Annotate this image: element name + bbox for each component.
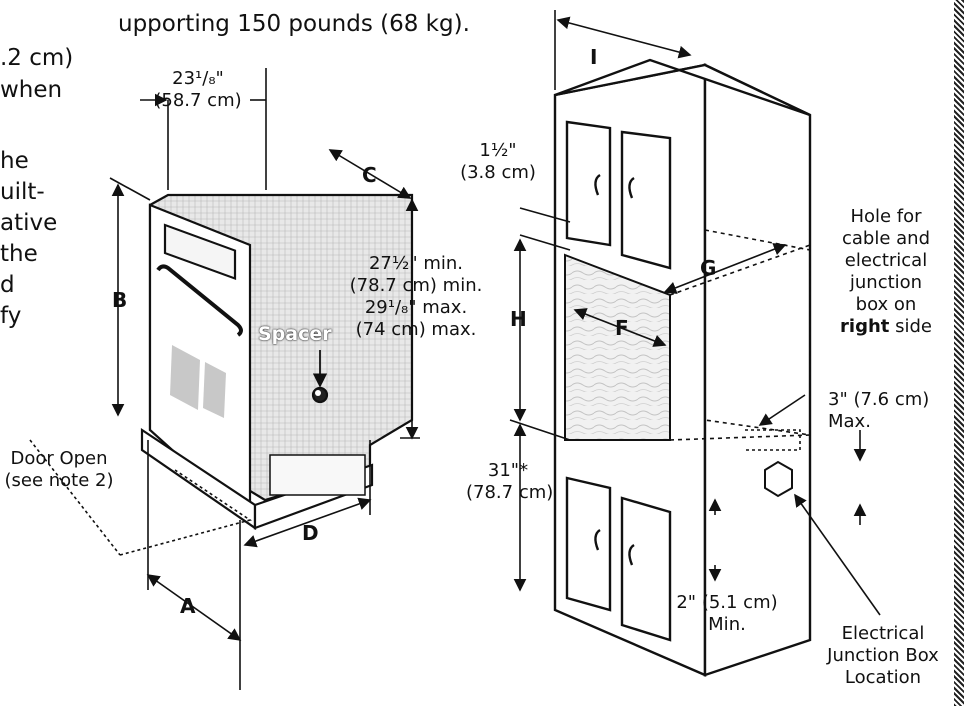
junction-box-label: Electrical Junction Box Location — [827, 623, 939, 688]
intro-line-2: .2 cm) — [0, 45, 74, 71]
intro-text: upporting 150 pounds (68 kg). .2 cm) whe… — [0, 8, 470, 360]
cabinet-drawing — [553, 58, 812, 677]
dimension-c-label: C — [362, 163, 377, 187]
dimension-h-label: H — [510, 307, 527, 331]
dimension-g-label: G — [700, 256, 717, 280]
door-open-label: Door Open (see note 2) — [4, 448, 114, 491]
max-gap-label: 3" (7.6 cm) Max. — [828, 389, 930, 432]
spacer-label: Spacer — [258, 323, 332, 345]
top-gap-label: 1½" (3.8 cm) — [460, 140, 536, 183]
dimension-b-label: B — [112, 288, 128, 312]
intro-line-9: d — [0, 272, 15, 298]
intro-line-6: uilt- — [0, 179, 45, 205]
oven-depth-label: 27½" min. (78.7 cm) min. 29¹/₈" max. (74… — [349, 253, 483, 340]
dimension-a-label: A — [180, 594, 196, 618]
oven-dimension-lines — [29, 68, 420, 690]
oven-width-label: 23¹/₈" (58.7 cm) — [154, 68, 242, 111]
intro-line-5: he — [0, 148, 29, 174]
intro-line-7: ative — [0, 210, 58, 236]
dimension-i-label: I — [590, 45, 598, 69]
min-gap-label: 2" (5.1 cm) Min. — [676, 592, 778, 635]
bottom-height-label: 31"* (78.7 cm) — [466, 460, 554, 503]
cabinet-dimension-lines — [509, 10, 881, 616]
dimension-f-label: F — [615, 316, 629, 340]
intro-line-8: the — [0, 241, 38, 267]
page-border — [954, 0, 964, 706]
dimension-d-label: D — [302, 521, 319, 545]
oven-drawing — [140, 193, 414, 531]
intro-line-10: fy — [0, 303, 22, 329]
intro-line-1: upporting 150 pounds (68 kg). — [118, 11, 470, 37]
hole-label: Hole for cable and electrical junction b… — [840, 206, 932, 337]
intro-line-3: when — [0, 77, 63, 103]
hole-label-right: right — [840, 316, 890, 337]
